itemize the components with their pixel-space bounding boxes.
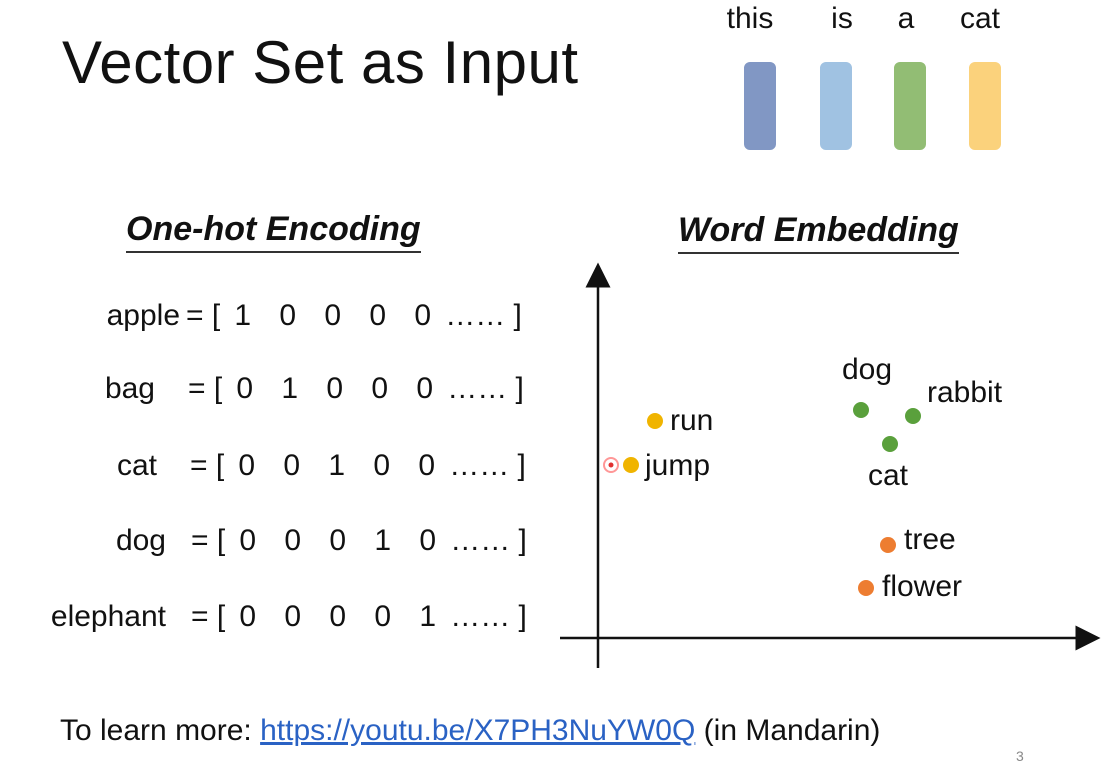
footer-text: To learn more: https://youtu.be/X7PH3NuY… (60, 714, 880, 748)
token-word-this: this (726, 2, 774, 35)
token-word-is: is (831, 2, 853, 35)
footer-suffix: (in Mandarin) (695, 714, 881, 747)
token-vector-cat (969, 62, 1001, 150)
page-number: 3 (1016, 748, 1024, 764)
point-cat (882, 436, 898, 452)
label-tree: tree (904, 523, 956, 556)
point-rabbit (905, 408, 921, 424)
onehot-word-elephant: elephant (50, 600, 166, 633)
cursor-indicator (603, 457, 619, 473)
token-vector-is (820, 62, 852, 150)
cursor-dot (608, 462, 614, 468)
label-run: run (670, 404, 714, 437)
label-dog: dog (842, 353, 893, 386)
label-rabbit: rabbit (927, 376, 1003, 409)
footer-prefix: To learn more: (60, 714, 261, 747)
token-vector-this (744, 62, 776, 150)
label-jump: jump (645, 449, 711, 482)
token-word-a: a (897, 2, 915, 35)
onehot-word-apple: apple (106, 299, 180, 332)
slide-title: Vector Set as Input (62, 29, 579, 96)
token-word-cat: cat (959, 2, 1001, 35)
onehot-word-bag: bag (104, 372, 155, 405)
point-tree (880, 537, 896, 553)
point-dog (853, 402, 869, 418)
onehot-word-dog: dog (115, 524, 166, 557)
onehot-heading: One-hot Encoding (126, 210, 421, 253)
embedding-heading: Word Embedding (678, 211, 959, 254)
label-flower: flower (882, 570, 963, 603)
onehot-word-cat: cat (116, 449, 157, 482)
label-cat: cat (868, 459, 909, 492)
token-vector-a (894, 62, 926, 150)
point-jump (623, 457, 639, 473)
point-run (647, 413, 663, 429)
youtube-link[interactable]: https://youtu.be/X7PH3NuYW0Q (260, 714, 696, 747)
point-flower (858, 580, 874, 596)
